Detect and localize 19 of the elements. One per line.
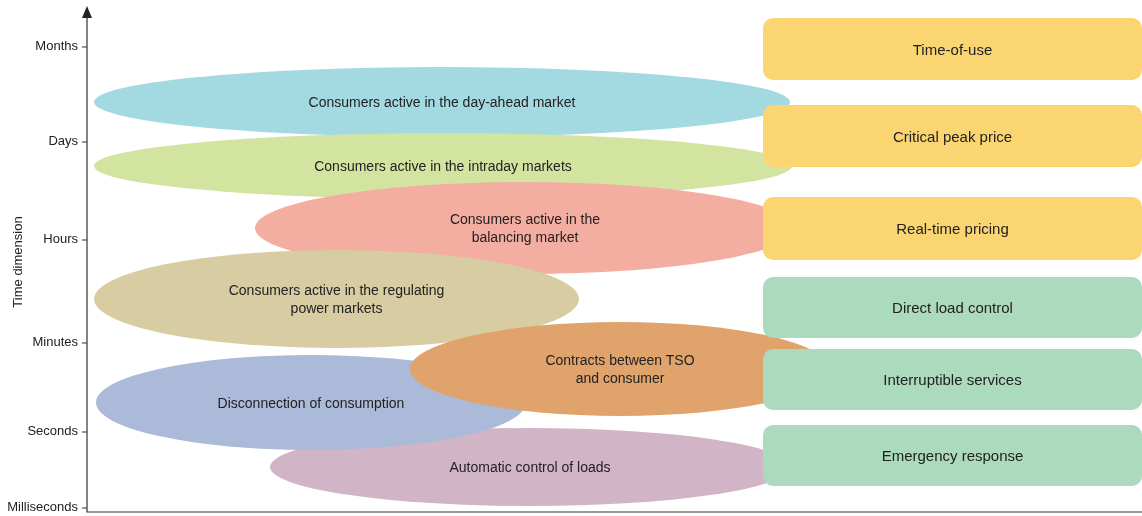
category-box: Time-of-use (763, 18, 1142, 80)
region-label: Contracts between TSO and consumer (544, 351, 696, 387)
region-label: Consumers active in the day-ahead market (307, 93, 577, 111)
category-box: Critical peak price (763, 105, 1142, 167)
region-label: Consumers active in the intraday markets (313, 157, 573, 175)
category-box: Real-time pricing (763, 197, 1142, 260)
region-label: Disconnection of consumption (216, 393, 406, 412)
region-label: Consumers active in the balancing market (448, 210, 602, 246)
category-box: Interruptible services (763, 349, 1142, 410)
tick-label: Seconds (26, 423, 78, 438)
tick-label: Minutes (31, 334, 78, 349)
region-label: Automatic control of loads (448, 458, 612, 476)
region-label: Consumers active in the regulating power markets (227, 281, 446, 317)
tick-label: Milliseconds (6, 499, 78, 514)
tick-label: Days (47, 133, 78, 148)
tick-label: Months (34, 38, 78, 53)
category-box: Emergency response (763, 425, 1142, 486)
axis-title: Time dimension (9, 216, 25, 308)
category-box: Direct load control (763, 277, 1142, 338)
